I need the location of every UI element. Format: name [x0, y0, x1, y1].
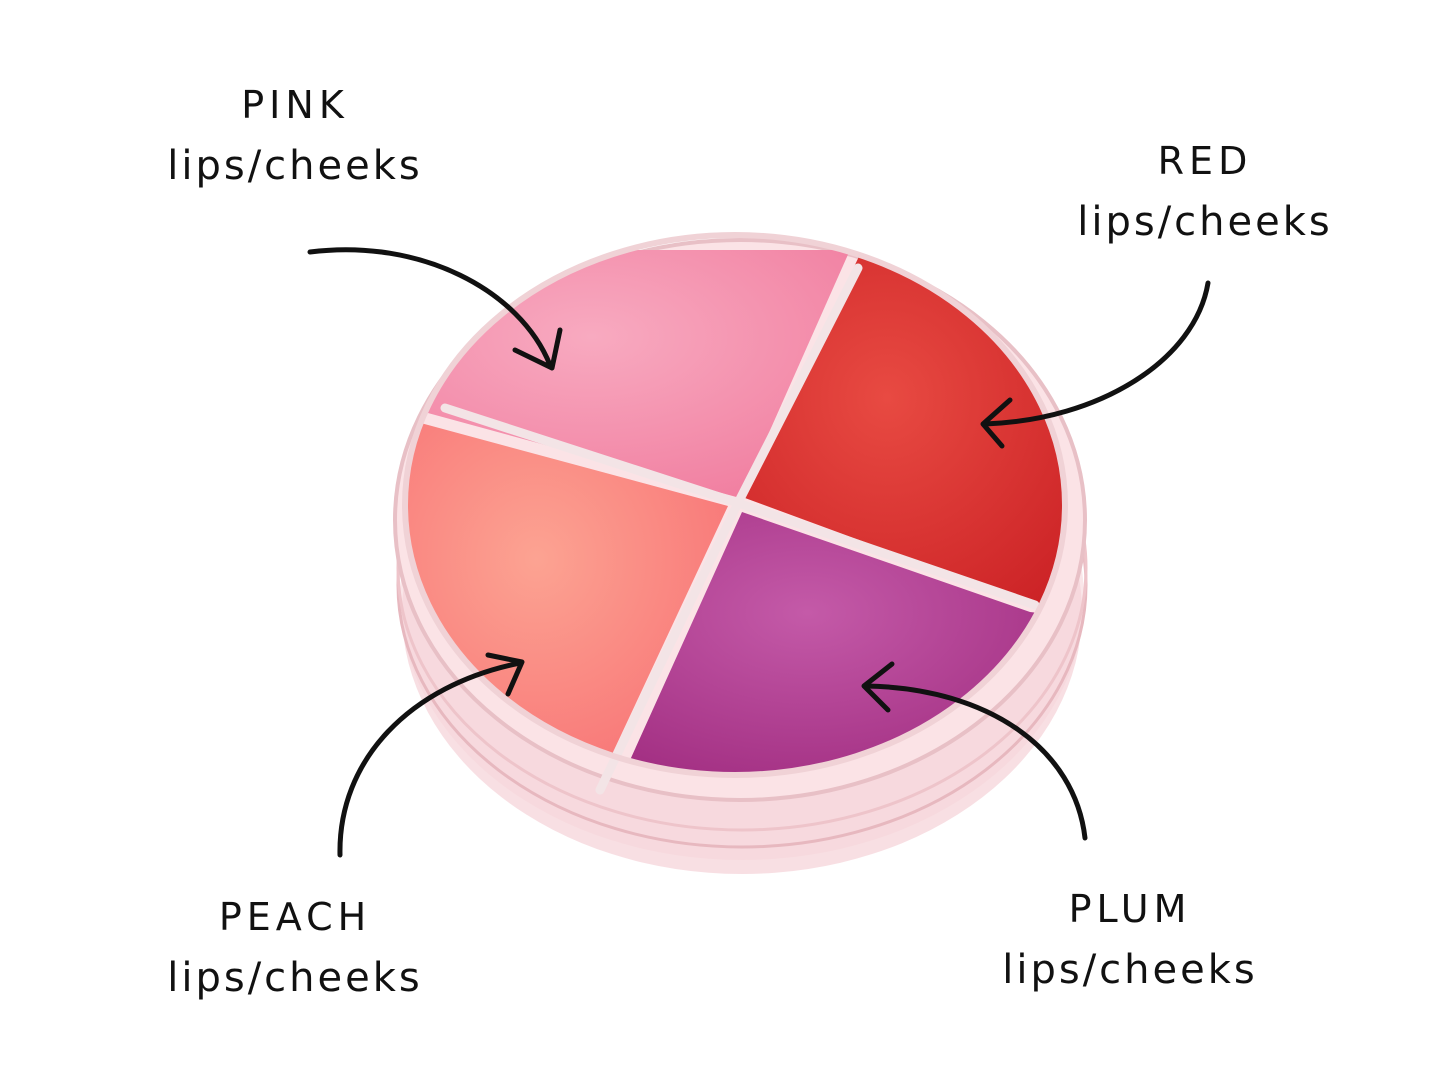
peach-shade-name: PEACH — [218, 895, 372, 939]
plum-arrow — [861, 661, 1088, 841]
red-shade-name: RED — [1157, 139, 1253, 183]
pink-shade-name: PINK — [241, 83, 349, 127]
red-shade-use: lips/cheeks — [1077, 199, 1333, 245]
plum-shade-use: lips/cheeks — [1002, 947, 1258, 993]
red-label: RED lips/cheeks — [1050, 142, 1360, 242]
pan-dividers — [440, 263, 1040, 795]
plum-shade-name: PLUM — [1068, 887, 1192, 931]
pink-label: PINK lips/cheeks — [140, 86, 450, 186]
peach-label: PEACH lips/cheeks — [140, 898, 450, 998]
peach-arrow — [337, 652, 525, 858]
peach-shade-use: lips/cheeks — [167, 955, 423, 1001]
pink-shade-use: lips/cheeks — [167, 143, 423, 189]
plum-label: PLUM lips/cheeks — [975, 890, 1285, 990]
pan-rim — [402, 232, 1068, 778]
red-arrow — [980, 280, 1211, 449]
pink-arrow — [307, 247, 563, 371]
